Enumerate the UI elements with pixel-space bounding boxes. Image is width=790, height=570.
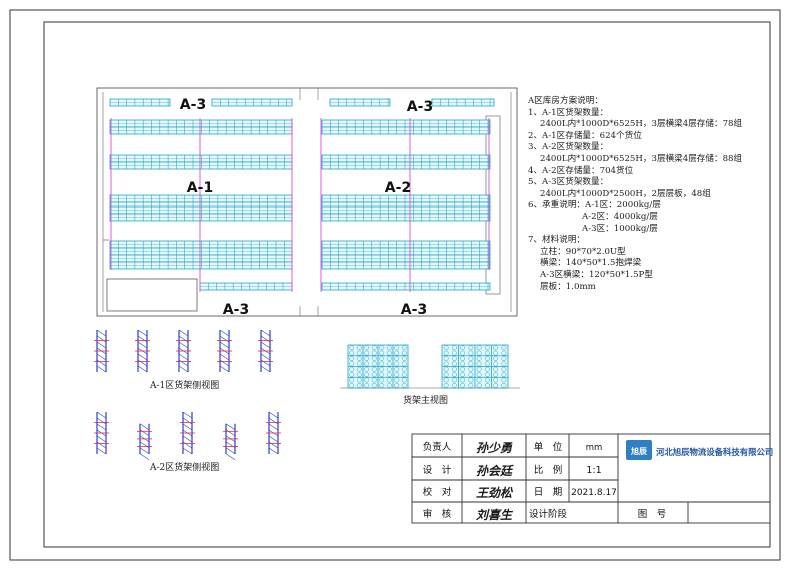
rack-row-a3-top-left <box>109 98 171 107</box>
note-5-detail: 2400L内*1000D*2500H，2层层板，48组 <box>540 188 711 199</box>
rack-row-a3-top-right <box>329 98 391 107</box>
ratio-label: 比 例 <box>534 464 563 476</box>
note-6-a2: A-2区：4000kg/层 <box>582 211 658 222</box>
zone-label-a1: A-1 <box>187 180 213 196</box>
a2-side-view <box>94 411 281 461</box>
signatures: 孙少勇 孙会廷 王劲松 刘喜生 <box>476 441 514 522</box>
side-frame-4 <box>223 423 238 461</box>
title-block-text: 负责人 设 计 校 对 审 核 单 位 比 例 日 期 设计阶段 mm 1:1 … <box>423 441 667 520</box>
notes-title: A区库房方案说明： <box>528 96 603 106</box>
rack-row-a1-8 <box>109 213 293 222</box>
design-stage-label: 设计阶段 <box>529 508 568 520</box>
front-view-caption: 货架主视图 <box>403 396 449 406</box>
side-frame-2 <box>137 423 152 461</box>
a2-side-view-caption: A-2区货架侧视图 <box>150 463 220 473</box>
responsible-label: 负责人 <box>423 441 452 453</box>
outer-border <box>9 9 781 561</box>
inner-border <box>43 21 771 548</box>
side-frame-2 <box>135 329 150 373</box>
front-view-block-right <box>441 344 509 389</box>
company-logo: 旭辰 河北旭辰物流设备科技有限公司 <box>626 440 773 460</box>
side-frame-4 <box>217 329 232 373</box>
note-3-detail: 2400L内*1000D*6525H，3层横梁4层存储：88组 <box>540 153 743 164</box>
zone-label-a3-right-bottom: A-3 <box>401 302 427 318</box>
note-7-beam: 横梁：140*50*1.5抱焊梁 <box>540 258 642 269</box>
side-frame-3 <box>180 411 195 455</box>
side-frame-5 <box>258 329 273 373</box>
rack-row-a2-10 <box>321 247 491 256</box>
date-value: 2021.8.17 <box>571 488 617 498</box>
rack-row-a2-1 <box>321 119 491 128</box>
rack-row-a2-3 <box>321 154 491 163</box>
warehouse-outline <box>96 87 518 317</box>
rack-row-a1-9 <box>109 240 293 249</box>
a1-side-view-caption: A-1区货架侧视图 <box>150 381 220 391</box>
note-2: 2、A-1区存储量：624个货位 <box>528 130 642 141</box>
front-view-block-left <box>347 344 409 389</box>
note-4: 4、A-2区存储量：704货位 <box>528 165 634 176</box>
rack-row-a1-7 <box>109 206 293 215</box>
rack-row-a3-bottom-left <box>199 282 293 291</box>
rack-row-a1-4 <box>109 161 293 170</box>
review-label: 审 核 <box>423 508 452 520</box>
rack-row-a2-11 <box>321 254 491 263</box>
rack-front-view <box>340 344 520 389</box>
rack-row-a3-top-right-2 <box>431 98 495 107</box>
rack-row-a1-5 <box>109 194 293 203</box>
side-frame-1 <box>94 329 109 373</box>
plan-notes: A区库房方案说明： 1、A-1区货架数量： 2400L内*1000D*6525H… <box>528 96 778 293</box>
side-frame-3 <box>176 329 191 373</box>
rack-row-a2-8 <box>321 213 491 222</box>
zone-label-a2: A-2 <box>385 180 411 196</box>
office-block <box>106 278 198 312</box>
a1-side-view <box>94 329 273 373</box>
rack-row-a3-bottom-right <box>321 282 491 291</box>
rack-row-a1-1 <box>109 119 293 128</box>
rack-row-a1-10 <box>109 247 293 256</box>
zone-label-a3-left-top: A-3 <box>180 97 206 113</box>
rack-row-a1-11 <box>109 254 293 263</box>
rack-row-a2-4 <box>321 161 491 170</box>
design-signature: 孙会廷 <box>476 464 514 478</box>
drawing-number-label: 图 号 <box>638 509 667 520</box>
date-label: 日 期 <box>534 487 563 498</box>
rack-row-a2-2 <box>321 126 491 135</box>
side-frame-1 <box>94 411 109 455</box>
note-1: 1、A-1区货架数量： <box>528 107 609 118</box>
zone-label-a3-right-top: A-3 <box>407 99 433 115</box>
rack-row-a3-top-left-2 <box>211 98 293 107</box>
rack-row-a1-12 <box>109 261 293 270</box>
responsible-signature: 孙少勇 <box>476 441 513 455</box>
note-7-column: 立柱：90*70*2.0U型 <box>540 246 626 257</box>
rack-row-a2-9 <box>321 240 491 249</box>
rack-row-a1-2 <box>109 126 293 135</box>
warehouse-plan <box>96 87 518 317</box>
note-7-a3-beam: A-3区横梁：120*50*1.5P型 <box>540 269 653 280</box>
note-6: 6、承重说明：A-1区：2000kg/层 <box>528 200 661 211</box>
unit-value: mm <box>586 443 603 453</box>
note-5: 5、A-3区货架数量： <box>528 177 609 188</box>
ratio-value: 1:1 <box>586 465 601 476</box>
check-label: 校 对 <box>423 486 452 498</box>
note-7-shelf: 层板：1.0mm <box>540 281 596 292</box>
design-label: 设 计 <box>423 464 452 476</box>
rack-row-a2-5 <box>321 194 491 203</box>
unit-label: 单 位 <box>534 441 563 453</box>
logo-mark-text: 旭辰 <box>630 446 647 456</box>
note-7: 7、材料说明： <box>528 235 586 246</box>
check-signature: 王劲松 <box>476 486 514 500</box>
rack-row-a2-7 <box>321 206 491 215</box>
title-block <box>411 433 771 524</box>
note-3: 3、A-2区货架数量： <box>528 142 609 153</box>
review-signature: 刘喜生 <box>476 508 514 522</box>
rack-row-a2-12 <box>321 261 491 270</box>
zone-label-a3-left-bottom: A-3 <box>223 302 249 318</box>
company-name: 河北旭辰物流设备科技有限公司 <box>656 447 773 457</box>
side-frame-5 <box>266 411 281 455</box>
note-6-a3: A-3区：1000kg/层 <box>582 223 658 234</box>
note-1-detail: 2400L内*1000D*6525H，3层横梁4层存储：78组 <box>540 119 743 130</box>
rack-row-a1-3 <box>109 154 293 163</box>
